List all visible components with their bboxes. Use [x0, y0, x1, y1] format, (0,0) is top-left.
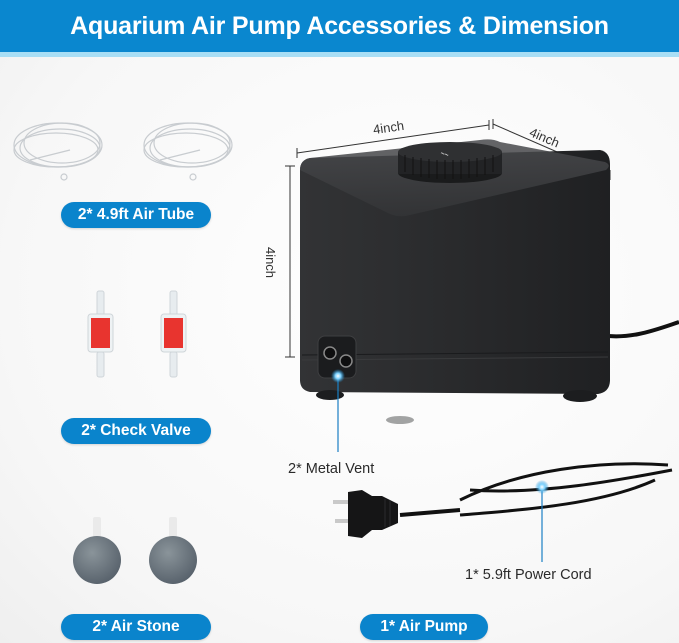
check-valve-icon: [160, 290, 187, 378]
svg-text:~~: ~~: [439, 150, 449, 159]
air-pump-label-text: 1* Air Pump: [380, 618, 468, 635]
air-stone-label: 2* Air Stone: [61, 614, 211, 640]
header-banner: Aquarium Air Pump Accessories & Dimensio…: [0, 0, 679, 52]
check-valve-icon: [87, 290, 114, 378]
air-stone-label-text: 2* Air Stone: [92, 618, 180, 635]
metal-vent-callout: 2* Metal Vent: [288, 461, 375, 477]
power-cord-callout: 1* 5.9ft Power Cord: [465, 567, 592, 583]
check-valve-label: 2* Check Valve: [61, 418, 211, 444]
air-tube-coil-icon: [143, 122, 233, 181]
air-stone-ball-icon: [73, 517, 121, 584]
air-pump-icon: ~~: [300, 139, 610, 424]
page-title: Aquarium Air Pump Accessories & Dimensio…: [70, 11, 609, 40]
air-tube-label-text: 2* 4.9ft Air Tube: [77, 206, 195, 223]
air-tube-label: 2* 4.9ft Air Tube: [61, 202, 211, 228]
power-cord-icon: [333, 462, 673, 538]
height-dimension-label: 4inch: [263, 246, 279, 279]
air-pump-label: 1* Air Pump: [360, 614, 488, 640]
air-tube-coil-icon: [13, 122, 103, 181]
header-stripe: [0, 52, 679, 57]
air-stone-ball-icon: [149, 517, 197, 584]
check-valve-label-text: 2* Check Valve: [81, 422, 191, 439]
